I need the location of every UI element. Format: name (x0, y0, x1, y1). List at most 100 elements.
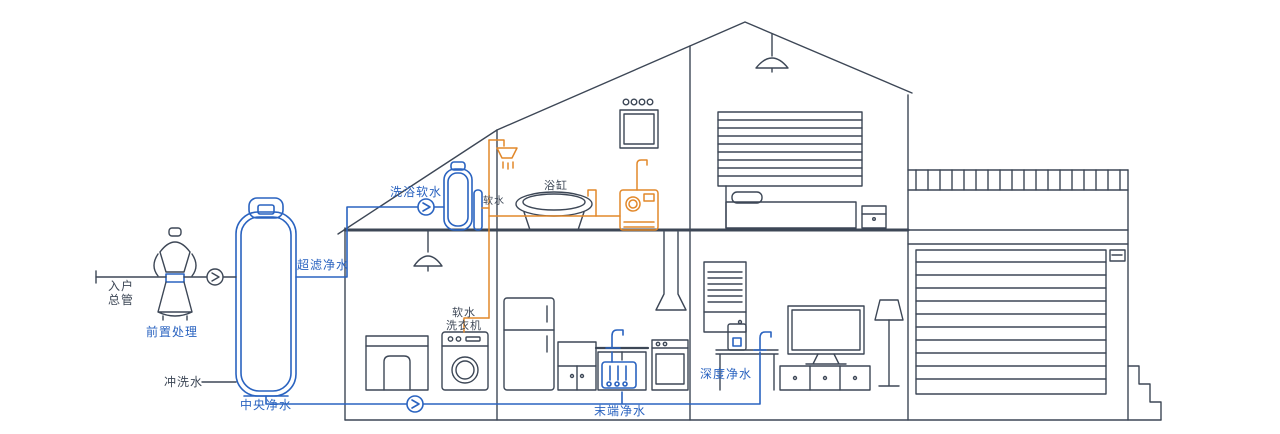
boiler-device (619, 189, 659, 231)
washer-knob (455, 336, 462, 342)
label-inlet-main-line1: 入户 (108, 278, 134, 293)
pre-filter-upper-body (159, 251, 191, 273)
flow-arrow-circle (417, 198, 435, 216)
vanity-tap (636, 159, 648, 191)
window-blinds (717, 111, 863, 187)
tv-screen-inner (791, 309, 861, 351)
tv-cabinet-dividers (809, 365, 841, 391)
central-purifier-body-inner (240, 216, 292, 392)
kitchen-faucet (605, 329, 624, 363)
boiler-window-outer (625, 196, 641, 212)
flow-arrow-softener (417, 198, 435, 216)
washer-door-inner (455, 360, 475, 380)
floor-lamp-pole (878, 319, 900, 387)
bathtub-rim (515, 191, 593, 217)
terminal-purifier-housing (601, 361, 637, 389)
label-soft-washer-line1: 软水 (452, 305, 476, 319)
central-purifier-head (248, 197, 284, 219)
slatted-cabinet (703, 261, 747, 333)
kitchen-faucet-spout (605, 329, 624, 363)
mirror-cabinet-inner (623, 113, 655, 145)
fridge-body (503, 297, 555, 391)
nightstand (861, 205, 887, 229)
garage-door-slats (915, 261, 1107, 380)
cabinet-knob (579, 373, 585, 379)
pre-filter-handles (153, 253, 197, 277)
blue-supply-pipe (265, 206, 761, 405)
water-dispenser-body (727, 323, 747, 351)
first-floor-furniture (365, 229, 904, 391)
shower-supply (488, 139, 505, 147)
nightstand-knob (872, 216, 877, 221)
tv-cabinet-knob (822, 375, 828, 381)
bathtub-basin (522, 193, 586, 211)
label-inlet-main-line2: 总管 (108, 292, 134, 307)
label-terminal-purifier: 末端净水 (594, 404, 646, 418)
deep-purifier-faucet (753, 331, 772, 351)
oven-body (651, 339, 689, 391)
terminal-purifier-fitting (606, 381, 612, 387)
tv-cabinet (779, 365, 871, 391)
label-deep-purifier: 深度净水 (700, 366, 752, 381)
pre-filter-dome (159, 241, 191, 253)
flow-arrow-chevron (211, 272, 220, 282)
outdoor-steps (1127, 365, 1162, 421)
label-soft-washer-line2: 洗衣机 (446, 318, 482, 332)
washing-machine-body (441, 331, 489, 391)
label-central-purifier: 中央净水 (240, 397, 292, 412)
dispenser-cup (732, 337, 742, 347)
tv-cabinet-knob (852, 375, 858, 381)
boiler-panel (643, 193, 655, 202)
softener-cap (450, 161, 466, 171)
garage (907, 169, 1162, 421)
terminal-purifier-fitting (614, 381, 620, 387)
pre-filter-band (165, 273, 185, 283)
railing-posts (915, 169, 1121, 191)
label-soft-water: 软水 (483, 194, 505, 207)
pre-filter-feet (162, 315, 188, 321)
vanity-light (638, 98, 646, 106)
labels: 入户 总管 前置处理 冲洗水 中央净水 超滤净水 洗浴软水 软水 浴缸 软水 洗… (108, 178, 752, 418)
vanity-light (622, 98, 630, 106)
garage-door-frame (915, 249, 1107, 395)
orange-softwater-pipe (463, 139, 648, 333)
pendant-lamp-shade (413, 255, 443, 272)
terminal-purifier-fitting (622, 381, 628, 387)
softener-brine-tube (473, 189, 483, 231)
tv-stand (805, 353, 847, 365)
central-purifier-device (235, 197, 297, 397)
label-flush-water: 冲洗水 (164, 374, 203, 389)
vanity-light (646, 98, 654, 106)
bathtub-pedestal (523, 211, 585, 231)
wall-vent (1109, 249, 1126, 262)
window-blind-slats (717, 119, 863, 177)
flow-arrow-inlet (206, 268, 224, 286)
label-ultra-filtration: 超滤净水 (297, 257, 349, 272)
label-bath-softener: 洗浴软水 (390, 185, 442, 199)
dispenser-table (715, 349, 779, 391)
terminal-purifier-cartridges (609, 365, 627, 381)
slatted-cabinet-knob (737, 319, 743, 325)
central-purifier-body (235, 211, 297, 397)
oven-knob (655, 341, 661, 347)
flow-arrow-circle (406, 395, 424, 413)
mirror-cabinet (619, 109, 659, 149)
flow-arrow-chevron (422, 202, 431, 212)
terminal-purifier-device (601, 361, 637, 389)
boiler-body (619, 189, 659, 231)
softener-tank-inner (447, 172, 469, 227)
pre-filter-lower-bell (157, 281, 193, 317)
deep-purifier-device (732, 331, 772, 351)
bed-platform (725, 201, 857, 229)
washer-knob (447, 336, 454, 342)
oven-knob (662, 341, 668, 347)
house-structure (337, 21, 1162, 421)
floor-lamp-shade (874, 299, 904, 321)
label-pre-treatment: 前置处理 (146, 324, 198, 339)
washer-door-outer (451, 356, 479, 384)
range-hood (655, 231, 687, 311)
flow-arrow-circle (206, 268, 224, 286)
shower-drips (502, 161, 514, 170)
water-softener-device (443, 161, 483, 231)
